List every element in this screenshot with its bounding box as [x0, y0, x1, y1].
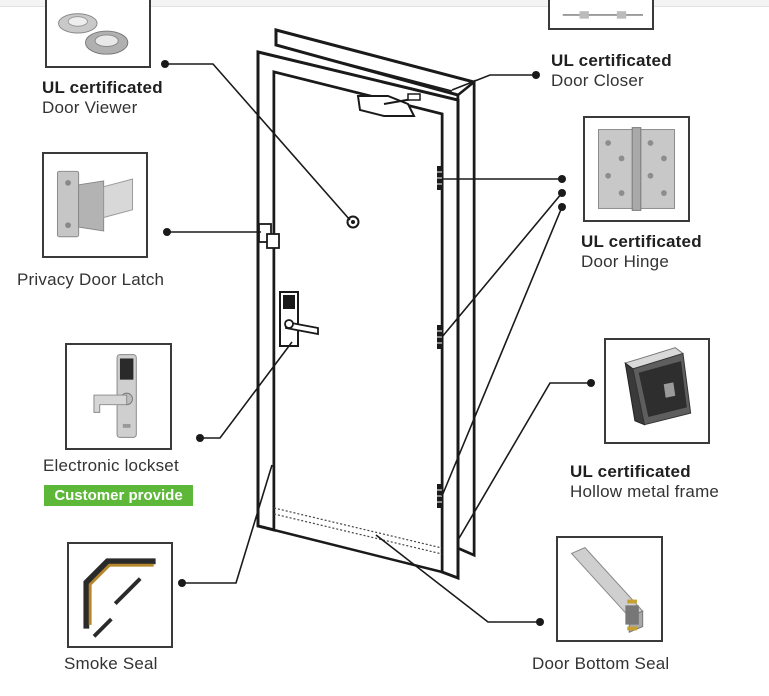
door-hinge-box — [583, 116, 690, 222]
door-closer-shape — [356, 93, 421, 117]
hinge-icon — [598, 127, 675, 211]
leader-closer — [451, 74, 536, 91]
door-closer-icon — [562, 11, 643, 19]
leader-bottom — [375, 534, 540, 623]
leader-hinge-2 — [441, 192, 563, 338]
door-hinge-label: UL certificated Door Hinge — [581, 232, 702, 271]
leader-viewer — [165, 63, 351, 221]
door-viewer-box — [45, 0, 151, 68]
lockset-box — [65, 343, 172, 450]
leader-frame — [457, 382, 591, 541]
frame-jamb — [456, 79, 476, 557]
door-closer-box — [548, 0, 654, 30]
frame-box — [604, 338, 710, 444]
door-leaf — [272, 70, 444, 574]
frame-icon — [624, 347, 692, 426]
bottom-seal-dots — [273, 507, 443, 549]
smoke-seal-icon — [83, 558, 156, 638]
privacy-latch-label: Privacy Door Latch — [17, 270, 165, 289]
door-viewer-label: UL certificated Door Viewer — [42, 78, 163, 117]
latch-shape — [258, 223, 280, 249]
lockset-shape — [279, 291, 319, 347]
bottom-seal-label: Door Bottom Seal — [532, 654, 670, 673]
leader-lockset — [200, 341, 293, 439]
customer-provide-badge: Customer provide — [44, 485, 193, 506]
smoke-seal-label: Smoke Seal — [64, 654, 158, 673]
frame-label: UL certificated Hollow metal frame — [570, 462, 720, 501]
door-viewer-icon — [58, 13, 129, 55]
leader-hinge-3 — [441, 206, 563, 497]
privacy-latch-box — [42, 152, 148, 258]
privacy-latch-icon — [56, 170, 134, 238]
lockset-label: Electronic lockset — [43, 456, 179, 475]
bottom-seal-box — [556, 536, 663, 642]
door-closer-label: UL certificated Door Closer — [551, 51, 672, 90]
lockset-icon — [93, 354, 137, 438]
bottom-seal-icon — [570, 547, 644, 634]
smoke-seal-box — [67, 542, 173, 648]
leader-smoke — [182, 464, 273, 584]
